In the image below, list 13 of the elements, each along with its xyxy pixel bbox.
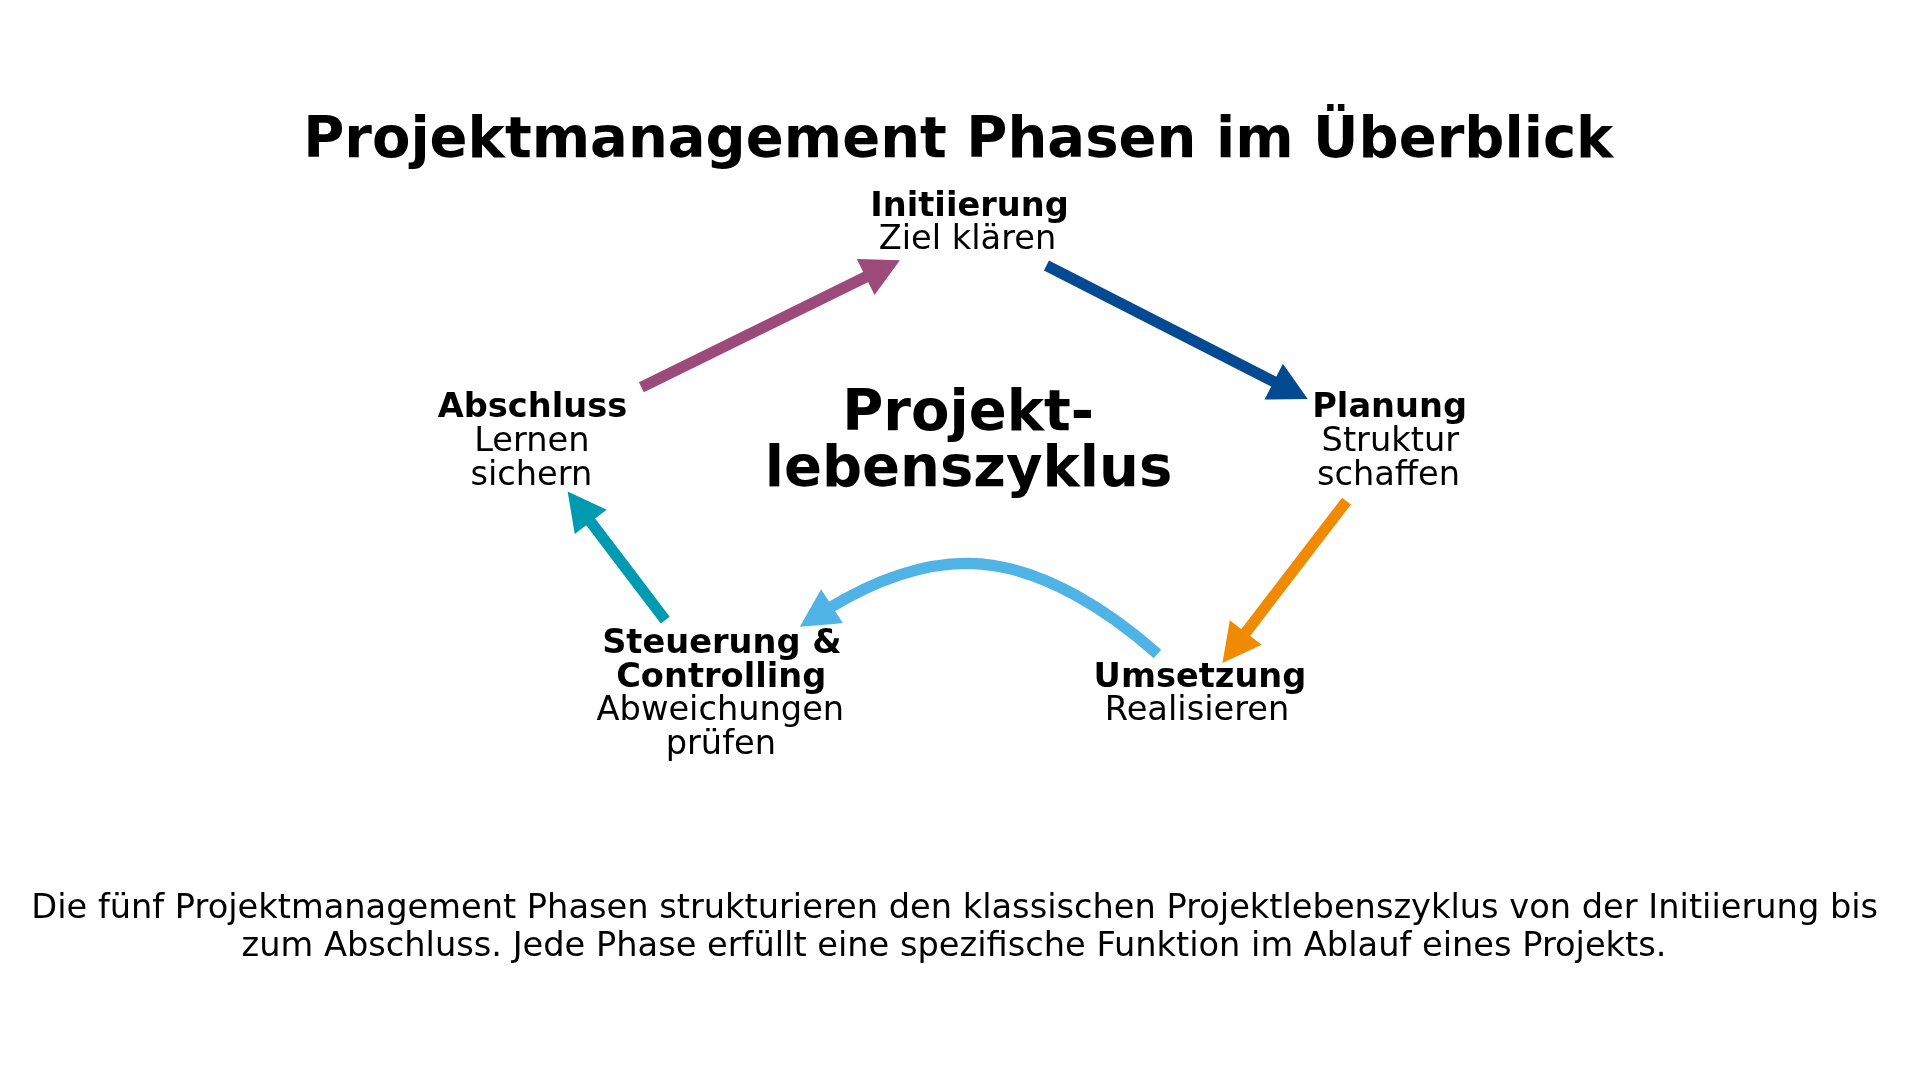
node-text: Umsetzung Realisieren (1093, 655, 1307, 729)
arrow (1043, 260, 1308, 400)
arrow (638, 259, 900, 393)
node-text: Planung Struktur schaffen (1312, 386, 1467, 493)
arrow (567, 491, 670, 624)
arrow (1222, 497, 1351, 663)
node-text: Abschluss Lernen sichern (437, 386, 628, 493)
arrow (799, 557, 1162, 659)
node-text: Steuerung & Controlling Abweichungen prüfen (596, 621, 845, 762)
caption: Die fünf Projektmanagement Phasen strukturieren den klassischen Projektlebenszyklus von der Initiierung bis zum Abschluss. Jede Phase erfüllt eine spezifische Funktion im Ablauf eines Projekts. (31, 887, 1879, 964)
diagram-title: Projektmanagement Phasen im Überblick (303, 104, 1614, 170)
label: Projekt- lebenszyklus (764, 377, 1173, 499)
node-text: Initiierung Ziel klären (870, 184, 1069, 258)
